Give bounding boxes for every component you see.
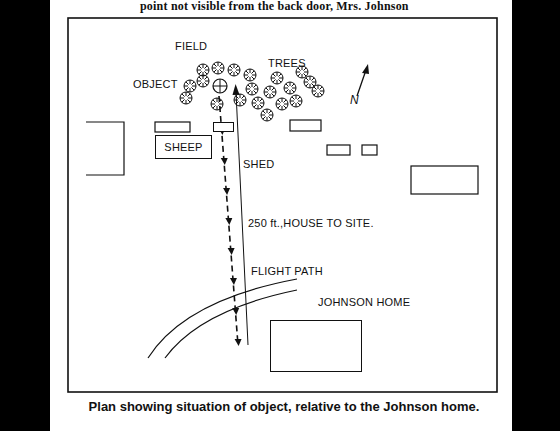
tree-symbol: [212, 62, 224, 74]
flight-arrowhead: [235, 339, 242, 346]
label: OBJECT: [133, 78, 178, 90]
tree-outline: [246, 83, 258, 95]
node-text: SHED: [243, 158, 274, 170]
flight-arrowhead: [223, 188, 230, 195]
flight-arrowhead: [225, 218, 232, 225]
tree-outline: [261, 109, 273, 121]
node-text: SHEEP: [156, 136, 211, 158]
tree-outline: [304, 76, 316, 88]
tree-symbol: [197, 75, 209, 87]
tree-outline: [271, 72, 283, 84]
label: FLIGHT PATH: [249, 265, 325, 277]
outbuilding: [155, 122, 190, 132]
tree-outline: [290, 95, 302, 107]
tree-symbol: [180, 92, 192, 104]
tree-symbol: [261, 109, 273, 121]
outbuilding: [290, 120, 321, 131]
tree-symbol: [304, 76, 316, 88]
label: 250 ft.,HOUSE TO SITE.: [246, 217, 376, 229]
flight-arrowhead: [221, 158, 228, 165]
label: TREES: [268, 57, 306, 69]
tree-outline: [252, 97, 264, 109]
building-left: [86, 122, 124, 175]
tree-outline: [212, 62, 224, 74]
flight-arrowhead: [228, 248, 235, 255]
tree-symbol: [290, 95, 302, 107]
tree-outline: [180, 92, 192, 104]
north-arrow: [357, 64, 369, 96]
tree-outline: [211, 98, 223, 110]
shed-outline: [213, 122, 234, 132]
object-symbol: [213, 79, 227, 93]
tree-symbol: [211, 98, 223, 110]
flight-arrowhead: [232, 308, 239, 315]
caption: Plan showing situation of object, relati…: [66, 400, 502, 414]
flight-path: [218, 96, 241, 346]
tree-outline: [264, 86, 276, 98]
sheep-pen: SHEEP: [155, 135, 212, 159]
house: JOHNSON HOME: [268, 290, 438, 374]
tree-symbol: [264, 86, 276, 98]
tree-outline: [228, 64, 240, 76]
buildings: [86, 120, 478, 194]
building-right: [411, 166, 478, 194]
tree-outline: [284, 82, 296, 94]
tree-outline: [276, 98, 288, 110]
tree-symbol: [244, 69, 256, 81]
label: point not visible from the back door, Mr…: [140, 0, 409, 13]
tree-symbol: [276, 98, 288, 110]
tree-symbol: [246, 83, 258, 95]
tree-symbol: [271, 72, 283, 84]
tree-outline: [197, 75, 209, 87]
road: [148, 279, 297, 358]
tree-cluster: [180, 62, 324, 121]
tree-symbol: [197, 64, 209, 76]
house-outline: [270, 320, 362, 372]
label: N: [350, 94, 359, 106]
tree-symbol: [228, 64, 240, 76]
node-text: JOHNSON HOME: [318, 296, 410, 308]
plan-frame: [68, 18, 497, 392]
shed: SHED: [213, 122, 293, 168]
tree-symbol: [252, 97, 264, 109]
label: FIELD: [175, 40, 207, 52]
outbuilding: [327, 145, 350, 155]
outbuilding: [362, 145, 377, 155]
tree-outline: [244, 69, 256, 81]
tree-symbol: [284, 82, 296, 94]
tree-symbol: [184, 80, 196, 92]
flight-arrowhead: [230, 278, 237, 285]
tree-outline: [184, 80, 196, 92]
tree-outline: [197, 64, 209, 76]
